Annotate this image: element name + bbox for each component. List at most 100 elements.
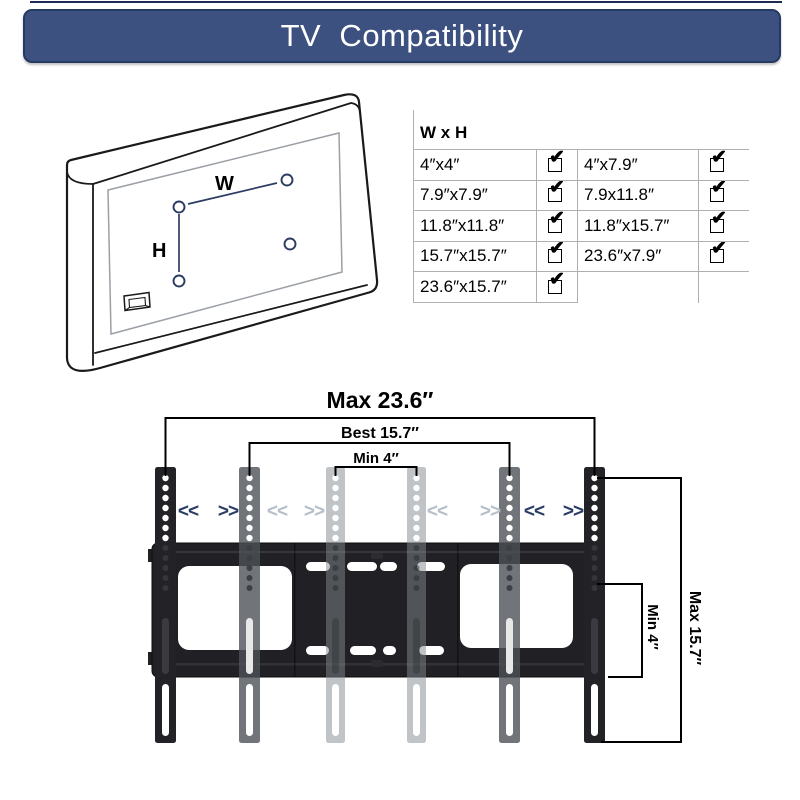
slide-chevron-icon: >>	[562, 501, 584, 522]
top-rule	[30, 1, 782, 3]
vesa-hole	[172, 200, 186, 214]
vesa-size-cell: 7.9x11.8″	[577, 180, 698, 211]
rail-hole	[332, 504, 339, 512]
slide-chevron-icon: <<	[177, 501, 199, 522]
table-row: 4″x4″ ✔ 4″x7.9″ ✔	[414, 150, 749, 181]
rail-hole	[162, 555, 169, 561]
mounting-rail	[584, 467, 605, 743]
vesa-size-cell: 4″x7.9″	[577, 150, 698, 181]
rail-hole	[506, 575, 513, 581]
rail-hole	[246, 504, 253, 512]
rail-hole	[591, 555, 598, 561]
rail-hole	[506, 585, 513, 591]
check-mark: ✔	[549, 150, 565, 168]
mounting-rail	[155, 467, 176, 743]
compat-check-cell: ✔	[536, 241, 577, 272]
rail-hole	[413, 545, 420, 551]
bracket-diagram	[148, 417, 682, 743]
max-width-label: Max 23.6″	[326, 387, 434, 413]
rail-hole	[413, 474, 420, 482]
compat-check-cell: ✔	[698, 150, 749, 181]
rail-hole	[332, 534, 339, 542]
rail-hole	[413, 555, 420, 561]
rail-hole	[591, 494, 598, 502]
check-icon: ✔	[548, 242, 565, 264]
vesa-size-cell: 4″x4″	[414, 150, 536, 181]
tv-inner-panel	[107, 132, 343, 335]
compat-check-cell: ✔	[536, 211, 577, 242]
compat-check-cell	[698, 272, 749, 303]
vesa-size-cell: 11.8″x15.7″	[577, 211, 698, 242]
rail-hole	[162, 524, 169, 532]
rail-hole	[413, 494, 420, 502]
tv-height-label: H	[152, 240, 166, 262]
check-mark: ✔	[549, 272, 565, 290]
rail-hole	[413, 484, 420, 492]
compat-check-cell: ✔	[536, 272, 577, 303]
rail-hole	[506, 474, 513, 482]
plate-cutout	[178, 566, 292, 650]
max-width-bracket-line	[164, 417, 596, 476]
vesa-size-cell: 15.7″x15.7″	[414, 242, 536, 272]
check-mark: ✔	[549, 211, 565, 229]
tv-back-diagram: W H	[65, 93, 379, 372]
header-bar: TV Compatibility	[23, 9, 781, 63]
rail-hole	[506, 534, 513, 542]
table-row: 11.8″x11.8″✔11.8″x15.7″✔	[414, 211, 749, 242]
vesa-hole	[283, 237, 297, 251]
slide-chevron-icon: <<	[523, 501, 545, 522]
rail-hole	[413, 524, 420, 532]
dimension-lines	[164, 417, 682, 743]
best-width-label: Best 15.7″	[341, 425, 419, 442]
min-width-bracket-line	[334, 466, 418, 476]
rail-hole	[332, 555, 339, 561]
vesa-size-cell: 7.9″x7.9″	[414, 181, 536, 211]
slide-chevron-icon: <<	[426, 501, 448, 522]
rail-hole	[506, 504, 513, 512]
rail-hole	[506, 514, 513, 522]
check-icon: ✔	[548, 272, 565, 294]
rail-hole	[413, 534, 420, 542]
rail-hole	[506, 524, 513, 532]
rail-hole	[506, 494, 513, 502]
rail-hole	[413, 504, 420, 512]
tv-top-bezel-edge	[92, 102, 361, 185]
slide-chevron-icon: <<	[266, 501, 288, 522]
compat-check-cell: ✔	[536, 180, 577, 211]
tv-connector-port	[123, 291, 151, 312]
check-mark: ✔	[711, 241, 727, 260]
rail-hole	[413, 575, 420, 581]
rail-hole	[413, 585, 420, 591]
rail-hole	[506, 565, 513, 571]
rail-hole	[332, 514, 339, 522]
rail-hole	[591, 514, 598, 522]
rail-hole	[246, 474, 253, 482]
rail-hole	[591, 545, 598, 551]
vesa-measure-lines	[178, 182, 278, 272]
tv-bottom-bezel-edge	[94, 284, 368, 354]
check-mark: ✔	[711, 211, 727, 229]
compat-check-cell: ✔	[698, 211, 749, 242]
compat-check-cell: ✔	[698, 241, 749, 272]
rail-hole	[413, 514, 420, 522]
vesa-size-cell	[577, 272, 698, 303]
rail-hole	[246, 575, 253, 581]
rail-hole	[246, 484, 253, 492]
rail-hole	[162, 585, 169, 591]
min-height-label: Min 4″	[644, 604, 661, 650]
slide-chevron-icon: >>	[479, 501, 501, 522]
compat-check-cell: ✔	[698, 180, 749, 211]
rail-hole	[162, 565, 169, 571]
rail-hole	[413, 565, 420, 571]
check-mark: ✔	[549, 241, 565, 260]
rail-hole	[332, 575, 339, 581]
rail-hole	[506, 545, 513, 551]
rail-hole	[591, 585, 598, 591]
rail-hole	[246, 534, 253, 542]
rail-hole	[332, 585, 339, 591]
vesa-hole	[172, 274, 186, 288]
rail-hole	[246, 494, 253, 502]
check-mark: ✔	[711, 150, 727, 168]
compatibility-table: W x H 4″x4″✔4″x7.9″✔7.9″x7.9″✔7.9x11.8″✔…	[413, 110, 749, 303]
rail-hole	[246, 565, 253, 571]
